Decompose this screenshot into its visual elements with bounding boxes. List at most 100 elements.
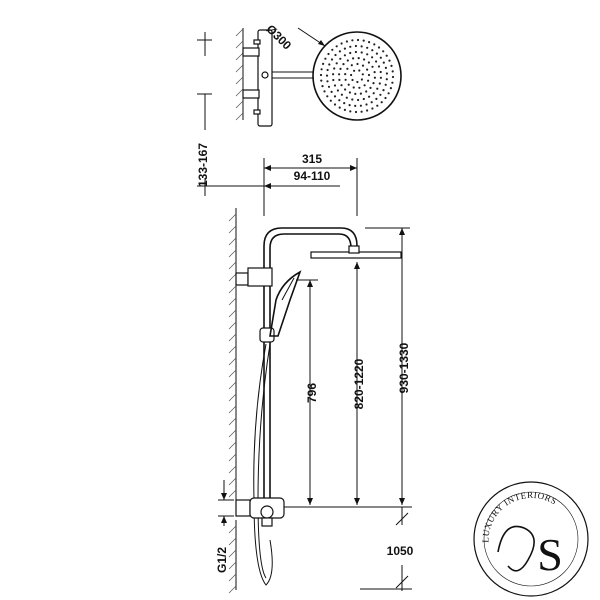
hatch-line	[228, 549, 237, 558]
nozzle-dot	[382, 50, 385, 53]
nozzle-dot	[345, 40, 348, 43]
nozzle-dot	[328, 63, 331, 66]
nozzle-dot	[360, 110, 363, 113]
nozzle-dot	[375, 97, 378, 100]
nozzle-dot	[351, 39, 354, 42]
hatch-line	[228, 237, 237, 246]
nozzle-dot	[344, 78, 347, 81]
nozzle-dot	[357, 57, 360, 60]
nozzle-dot	[382, 61, 385, 64]
nozzle-dot	[354, 104, 357, 107]
hatch-line	[228, 333, 237, 342]
nozzle-dot	[376, 87, 379, 90]
nozzle-dot	[332, 73, 335, 76]
nozzle-dot	[343, 102, 346, 105]
nozzle-dot	[324, 57, 327, 60]
nozzle-dot	[385, 78, 388, 81]
dim-inlet-thread: G1/2	[215, 547, 229, 573]
nozzle-dot	[378, 82, 381, 85]
nozzle-dot	[356, 62, 359, 66]
nozzle-dot	[380, 101, 383, 104]
hatch-line	[228, 285, 237, 294]
nozzle-dot	[344, 73, 347, 76]
nozzle-dot	[330, 90, 333, 93]
nozzle-dot	[346, 67, 349, 70]
hatch-line	[228, 273, 237, 282]
nozzle-dot	[354, 110, 358, 114]
hatch-line	[228, 573, 237, 582]
hatch-line	[228, 453, 237, 462]
hatch-line	[228, 537, 237, 546]
nozzle-dot	[352, 57, 355, 60]
hatch-line	[228, 561, 237, 570]
hand-shower-icon	[269, 270, 302, 337]
nozzle-dot	[350, 73, 353, 77]
dim-wall-offset-group: 133-167	[196, 32, 240, 196]
nozzle-dot	[348, 91, 351, 94]
nozzle-dot	[340, 84, 343, 87]
nozzle-dot	[344, 88, 347, 91]
hatch-line	[228, 585, 237, 594]
nozzle-dot	[339, 57, 342, 60]
hatch-line	[228, 321, 237, 330]
nozzle-dot	[338, 78, 341, 81]
nozzle-dot	[371, 49, 374, 52]
hatch-line	[228, 225, 237, 234]
nozzle-dot	[352, 86, 355, 89]
nozzle-dot	[371, 65, 374, 68]
nozzle-dot	[379, 93, 382, 96]
nozzle-dot	[356, 38, 360, 42]
dim-inlet-group: G1/2	[215, 480, 234, 573]
hatch-line	[228, 309, 237, 318]
nozzle-dot	[367, 79, 370, 82]
nozzle-dot	[351, 98, 354, 101]
nozzle-dot	[347, 83, 350, 86]
hatch-line	[228, 441, 237, 450]
nozzle-dot	[366, 68, 369, 71]
hatch-line	[228, 477, 237, 486]
logo-monogram: S	[537, 529, 563, 580]
top-wall-hatch	[235, 28, 244, 121]
nozzle-dot	[360, 45, 363, 48]
dim-vertical-group: 796 820-1220 930-1330 1050	[284, 227, 414, 591]
nozzle-dot	[376, 104, 379, 107]
nozzle-dot	[346, 59, 349, 62]
side-wall	[228, 208, 237, 594]
nozzle-dot	[335, 45, 338, 48]
nozzle-dot	[351, 78, 354, 82]
nozzle-dot	[320, 68, 323, 71]
hatch-line	[228, 261, 237, 270]
nozzle-dot	[385, 54, 388, 57]
nozzle-dot	[332, 78, 335, 82]
hatch-line	[228, 297, 237, 306]
dim-floor-height: 1050	[387, 544, 414, 558]
nozzle-dot	[390, 64, 393, 67]
hatch-line	[228, 369, 237, 378]
nozzle-dot	[365, 103, 368, 106]
nozzle-dot	[384, 83, 387, 86]
nozzle-dot	[391, 70, 394, 73]
nozzle-dot	[349, 110, 352, 113]
nozzle-dot	[322, 62, 325, 65]
nozzle-dot	[363, 84, 366, 87]
mixer-icon	[235, 499, 251, 517]
nozzle-dot	[377, 46, 381, 49]
nozzle-dot	[366, 46, 369, 49]
nozzle-dot	[385, 72, 388, 75]
nozzle-pattern	[319, 38, 395, 114]
nozzle-dot	[379, 56, 382, 59]
dim-total-height: 930-1330	[397, 342, 411, 393]
wall-bracket-icon	[235, 272, 249, 286]
dim-wall-offset: 133-167	[196, 143, 210, 187]
nozzle-dot	[388, 59, 391, 62]
nozzle-dot	[334, 53, 337, 57]
nozzle-dot	[340, 42, 343, 45]
nozzle-dot	[333, 103, 337, 106]
nozzle-dot	[333, 84, 337, 87]
nozzle-dot	[326, 80, 329, 83]
nozzle-dot	[342, 63, 345, 66]
nozzle-dot	[382, 89, 385, 92]
hatch-line	[228, 465, 237, 474]
nozzle-dot	[321, 85, 324, 88]
hatch-line	[228, 357, 237, 366]
